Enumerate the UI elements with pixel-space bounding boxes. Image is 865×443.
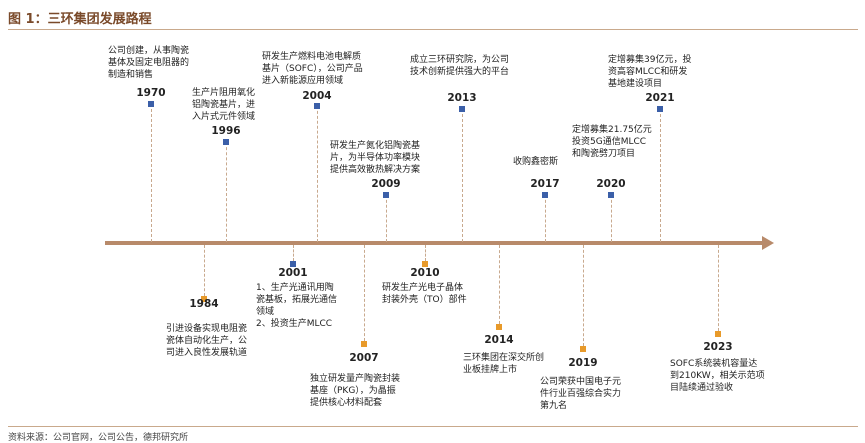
milestone-marker-2001 <box>290 261 296 267</box>
milestone-desc-1996: 生产片阻用氧化 铝陶瓷基片，进 入片式元件领域 <box>192 88 256 122</box>
milestone-desc-2021: 定增募集39亿元，投 资高容MLCC和研发 基地建设项目 <box>608 55 692 89</box>
milestone-marker-2014 <box>496 324 502 330</box>
milestone-stem-2021 <box>660 109 661 242</box>
milestone-marker-2017 <box>542 192 548 198</box>
figure-title: 图 1：三环集团发展路程 <box>8 12 152 27</box>
milestone-marker-2023 <box>715 331 721 337</box>
milestone-desc-2013: 成立三环研究院，为公司 技术创新提供强大的平台 <box>410 55 510 77</box>
timeline-arrowhead <box>762 236 774 250</box>
milestone-desc-2014: 三环集团在深交所创 业板挂牌上市 <box>463 353 545 375</box>
milestone-desc-2017: 收购鑫密斯 <box>513 157 559 167</box>
milestone-desc-2007: 独立研发量产陶瓷封装 基座（PKG），为晶振 提供核心材料配套 <box>310 374 401 408</box>
milestone-marker-1984 <box>201 296 207 302</box>
milestone-year-2020: 2020 <box>596 178 626 190</box>
milestone-desc-2001: 1、生产光通讯用陶 瓷基板，拓展光通信 领域 2、投资生产MLCC <box>256 283 338 329</box>
milestone-year-1984: 1984 <box>189 298 219 310</box>
milestone-desc-2009: 研发生产氮化铝陶瓷基 片，为半导体功率模块 提供高效散热解决方案 <box>330 141 421 175</box>
milestone-marker-2009 <box>383 192 389 198</box>
milestone-stem-2013 <box>462 109 463 242</box>
milestone-marker-2020 <box>608 192 614 198</box>
milestone-stem-1970 <box>151 104 152 242</box>
milestone-desc-2010: 研发生产光电子晶体 封装外壳（TO）部件 <box>382 283 467 305</box>
milestone-desc-2019: 公司荣获中国电子元 件行业百强综合实力 第九名 <box>540 377 622 411</box>
milestone-year-2001: 2001 <box>278 267 308 279</box>
milestone-stem-2017 <box>545 195 546 242</box>
milestone-stem-2020 <box>611 195 612 242</box>
milestone-stem-2023 <box>718 245 719 331</box>
milestone-marker-1996 <box>223 139 229 145</box>
timeline-axis <box>105 241 763 245</box>
footer-divider <box>8 426 858 427</box>
milestone-stem-2007 <box>364 245 365 341</box>
milestone-desc-1970: 公司创建，从事陶瓷 基体及固定电阻器的 制造和销售 <box>108 46 190 80</box>
milestone-year-2007: 2007 <box>349 352 379 364</box>
milestone-stem-2004 <box>317 106 318 242</box>
milestone-stem-2019 <box>583 245 584 346</box>
milestone-year-1970: 1970 <box>136 87 166 99</box>
milestone-year-2019: 2019 <box>568 357 598 369</box>
milestone-year-2014: 2014 <box>484 334 514 346</box>
source-note: 资料来源：公司官网，公司公告，德邦研究所 <box>8 433 189 443</box>
milestone-marker-2007 <box>361 341 367 347</box>
milestone-stem-1984 <box>204 245 205 296</box>
milestone-desc-2004: 研发生产燃料电池电解质 基片（SOFC），公司产品 进入新能源应用领域 <box>262 52 363 86</box>
milestone-year-2017: 2017 <box>530 178 560 190</box>
milestone-desc-1984: 引进设备实现电阻瓷 瓷体自动化生产，公 司进入良性发展轨道 <box>166 324 248 358</box>
milestone-stem-1996 <box>226 142 227 242</box>
title-divider <box>8 29 858 30</box>
milestone-year-2021: 2021 <box>645 92 675 104</box>
milestone-year-1996: 1996 <box>211 125 241 137</box>
milestone-stem-2010 <box>425 245 426 261</box>
milestone-marker-2013 <box>459 106 465 112</box>
milestone-year-2013: 2013 <box>447 92 477 104</box>
milestone-year-2010: 2010 <box>410 267 440 279</box>
milestone-desc-2020: 定增募集21.75亿元 投资5G通信MLCC 和陶瓷劈刀项目 <box>572 125 652 159</box>
milestone-marker-2021 <box>657 106 663 112</box>
milestone-stem-2001 <box>293 245 294 261</box>
milestone-year-2009: 2009 <box>371 178 401 190</box>
milestone-marker-1970 <box>148 101 154 107</box>
milestone-marker-2004 <box>314 103 320 109</box>
milestone-marker-2019 <box>580 346 586 352</box>
milestone-marker-2010 <box>422 261 428 267</box>
milestone-desc-2023: SOFC系统装机容量达 到210KW，相关示范项 目陆续通过验收 <box>670 359 765 393</box>
milestone-stem-2009 <box>386 195 387 242</box>
milestone-stem-2014 <box>499 245 500 324</box>
milestone-year-2004: 2004 <box>302 90 332 102</box>
milestone-year-2023: 2023 <box>703 341 733 353</box>
